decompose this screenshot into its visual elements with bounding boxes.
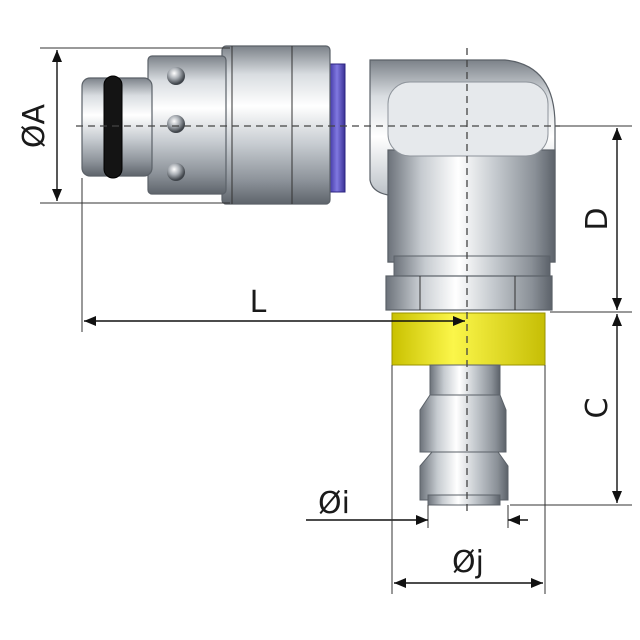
dimension-C-label: C [580,398,615,419]
center-lines [76,48,560,512]
locking-ball [167,115,185,133]
o-ring [103,75,123,179]
dimension-D-label: D [580,207,615,230]
barb-cone-upper [419,394,507,453]
dimension-C: C [510,314,632,506]
dimension-A-label: ØA [17,103,52,148]
ball-cage [147,55,227,195]
hex-nut [385,275,553,311]
dimension-i: Øi [306,486,528,528]
dimension-L: L [81,178,465,332]
locking-ball [167,67,185,85]
locking-ball [167,163,185,181]
elbow-neck [393,255,551,279]
dimension-A: ØA [17,47,230,204]
barb-cone-lower [419,451,509,501]
barb-tip [427,494,501,506]
barb-stem [429,364,501,396]
elbow-coupling-part [81,45,556,506]
dimension-D: D [550,125,632,313]
coupling-sleeve [221,45,331,205]
elbow-vertical-body [387,149,556,263]
elbow-flat-face [387,81,549,157]
dimension-i-label: Øi [318,486,350,521]
blue-seal-ring [328,63,346,193]
dimension-L-label: L [250,285,267,320]
dimension-j: Øj [391,365,546,594]
dimension-j-label: Øj [452,545,484,580]
